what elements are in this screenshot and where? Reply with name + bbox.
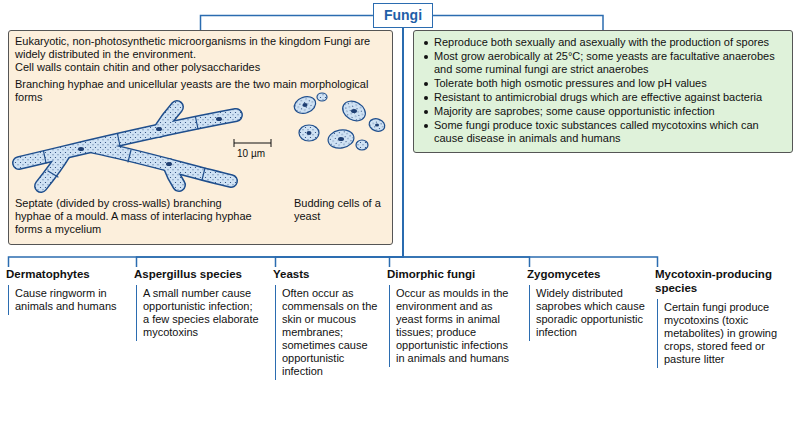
property-bullet: Majority are saprobes; some cause opport… <box>422 105 784 118</box>
category-node: DermatophytesCause ringworm in animals a… <box>6 267 126 315</box>
root-box: Fungi <box>373 3 433 28</box>
yeast-cells <box>292 93 387 150</box>
hyphae <box>19 107 236 186</box>
bullet-dot <box>424 96 428 100</box>
category-node: Dimorphic fungiOccur as moulds in the en… <box>387 267 519 367</box>
bullet-dot <box>424 82 428 86</box>
description-text: Eukaryotic, non-photosynthetic microorga… <box>15 35 387 61</box>
category-heading: Yeasts <box>273 267 379 281</box>
yeast-nuclei <box>303 103 380 141</box>
category-description: A small number cause opportunistic infec… <box>136 285 260 341</box>
category-description: Occur as moulds in the environment and a… <box>389 285 519 367</box>
description-text: Cell walls contain chitin and other poly… <box>15 61 387 74</box>
tree-connector <box>433 16 603 31</box>
root-label: Fungi <box>384 7 422 23</box>
scale-bar <box>234 139 271 147</box>
category-node: Aspergillus species A small number cause … <box>134 267 260 341</box>
nuclei <box>78 117 222 166</box>
category-heading: Aspergillus species <box>134 267 260 281</box>
illustration-caption: Budding cells of a yeast <box>294 197 389 223</box>
overview-panel: Eukaryotic, non-photosynthetic microorga… <box>8 30 393 245</box>
tree-connector <box>201 16 373 31</box>
category-heading: Dermatophytes <box>6 267 126 281</box>
properties-panel: Reproduce both sexually and asexually wi… <box>413 30 793 153</box>
category-node: ZygomycetesWidely distributed saprobes w… <box>527 267 647 341</box>
category-description: Cause ringworm in animals and humans <box>8 285 126 315</box>
category-heading: Dimorphic fungi <box>387 267 519 281</box>
category-description: Widely distributed saprobes which cause … <box>529 285 647 341</box>
category-description: Certain fungi produce mycotoxins (toxic … <box>657 299 793 368</box>
category-node: Mycotoxin-producing speciesCertain fungi… <box>655 267 793 368</box>
scale-label: 10 µm <box>237 148 265 160</box>
category-node: YeastsOften occur as commensals on the s… <box>273 267 379 380</box>
bullet-dot <box>424 41 428 45</box>
property-bullet: Most grow aerobically at 25°C; some yeas… <box>422 50 784 76</box>
bullet-dot <box>424 124 428 128</box>
category-heading: Mycotoxin-producing species <box>655 267 793 295</box>
tree-connector <box>9 28 403 267</box>
property-bullet: Some fungi produce toxic substances call… <box>422 119 784 145</box>
category-heading: Zygomycetes <box>527 267 647 281</box>
bullet-dot <box>424 110 428 114</box>
property-bullet: Tolerate both high osmotic pressures and… <box>422 77 784 90</box>
property-bullet: Resistant to antimicrobial drugs which a… <box>422 91 784 104</box>
illustration-caption: Septate (divided by cross-walls) branchi… <box>15 197 260 236</box>
septa <box>44 117 206 180</box>
description-text: Branching hyphae and unicellular yeasts … <box>15 78 387 104</box>
property-bullet: Reproduce both sexually and asexually wi… <box>422 36 784 49</box>
bullet-dot <box>424 55 428 59</box>
category-description: Often occur as commensals on the skin or… <box>275 285 379 380</box>
